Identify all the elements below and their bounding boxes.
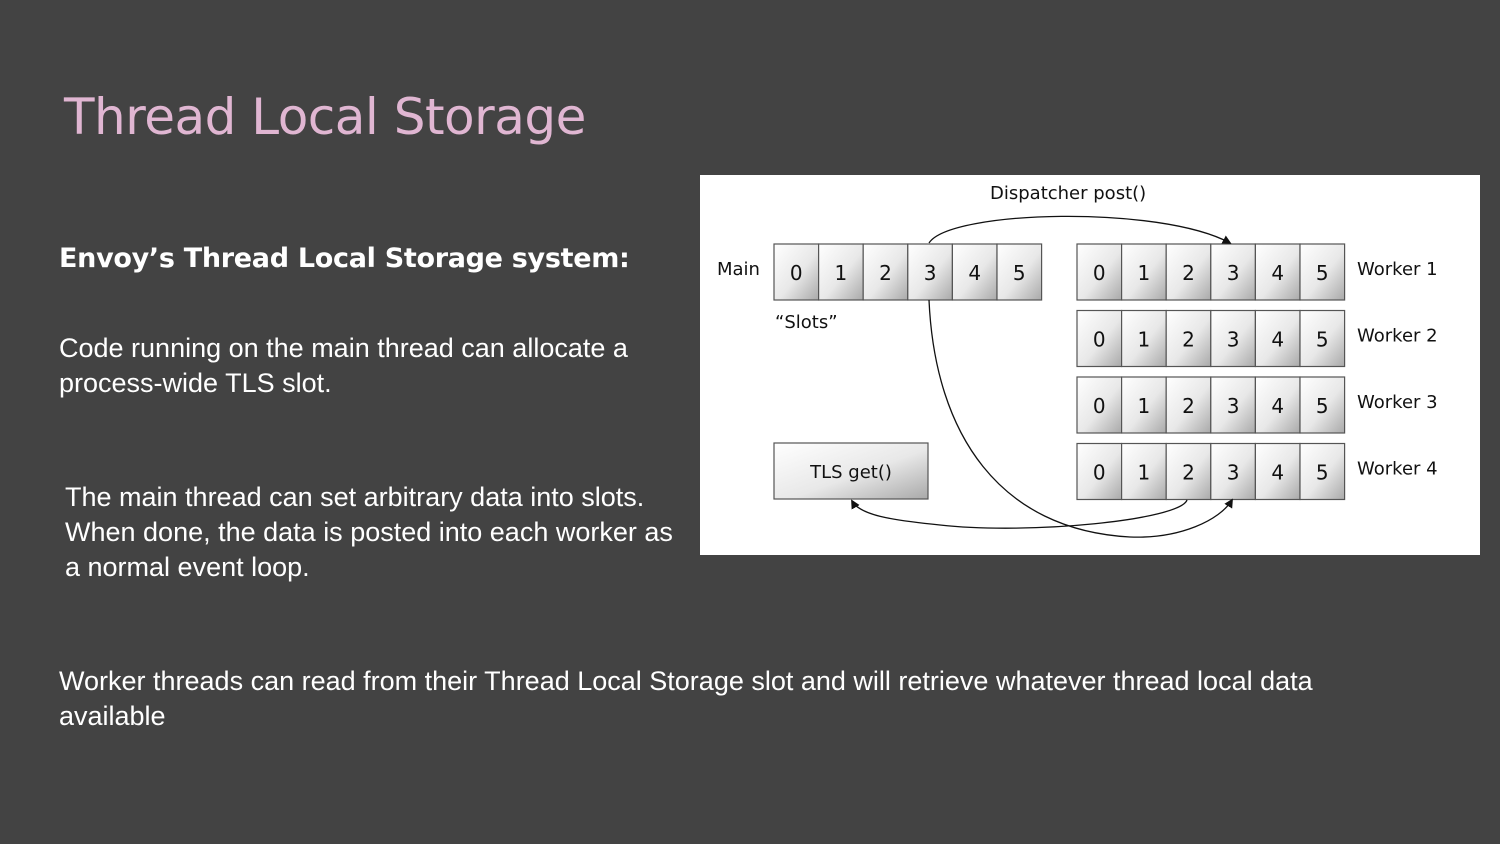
slot-cell (1076, 376, 1123, 434)
slot-index: 5 (1013, 261, 1026, 285)
slot-cell (1210, 442, 1256, 501)
slot-cell (1254, 309, 1301, 368)
slide-title: Thread Local Storage (64, 88, 586, 146)
slot-index: 4 (1271, 328, 1284, 352)
slot-cell (1254, 243, 1301, 301)
slot-index: 1 (1138, 261, 1151, 285)
slot-index: 1 (1138, 461, 1151, 485)
slot-index: 0 (1093, 394, 1106, 418)
paragraph-main-thread-set-data: The main thread can set arbitrary data i… (65, 482, 673, 582)
slot-cell (907, 243, 954, 301)
slot-cell (817, 243, 864, 301)
worker-label-1: Worker 1 (1357, 259, 1438, 280)
slot-index: 0 (1093, 261, 1106, 285)
slot-cell (1121, 243, 1167, 301)
slot-index: 2 (1182, 394, 1195, 418)
worker-label-3: Worker 3 (1357, 392, 1438, 413)
slot-cell (1076, 442, 1123, 501)
slot-cell (1165, 442, 1212, 501)
slot-index: 2 (1182, 261, 1195, 285)
slot-cell (1165, 309, 1212, 368)
slot-index: 1 (1138, 328, 1151, 352)
main-slot-row: 0 1 2 3 4 5 (773, 243, 1043, 301)
slot-cell (951, 243, 998, 301)
worker-label-2: Worker 2 (1357, 326, 1438, 347)
worker-slots-4: 0 1 2 3 4 5 (1076, 442, 1346, 501)
slot-index: 3 (1227, 461, 1240, 485)
slot-index: 3 (924, 261, 937, 285)
slot-cell (1165, 243, 1212, 301)
slot-index: 3 (1227, 261, 1240, 285)
slot-index: 4 (1271, 394, 1284, 418)
section-heading: Envoy’s Thread Local Storage system: (59, 243, 630, 274)
slot-index: 5 (1316, 328, 1329, 352)
slot-cell (1165, 376, 1212, 434)
slot-index: 0 (790, 261, 803, 285)
slot-cell (1121, 309, 1167, 368)
slot-index: 3 (1227, 394, 1240, 418)
slot-cell (1299, 376, 1346, 434)
slot-cell (1121, 376, 1167, 434)
slot-index: 4 (1271, 261, 1284, 285)
dispatcher-post-label: Dispatcher post() (990, 183, 1146, 204)
tls-get-box (773, 442, 929, 500)
slot-index: 0 (1093, 328, 1106, 352)
slot-index: 3 (1227, 328, 1240, 352)
worker-slots-1: 0 1 2 3 4 5 (1076, 243, 1346, 301)
paragraph-worker-threads-read: Worker threads can read from their Threa… (59, 666, 1313, 731)
slot-index: 2 (1182, 328, 1195, 352)
slot-cell (1299, 309, 1346, 368)
tls-get-label: TLS get() (809, 462, 892, 483)
slot-cell (1254, 376, 1301, 434)
slot-index: 4 (1271, 461, 1284, 485)
main-to-worker4-arrow (928, 299, 1233, 538)
slot-cell (1299, 243, 1346, 301)
slot-cell (1299, 442, 1346, 501)
slot-cell (1210, 376, 1256, 434)
worker-slots-2: 0 1 2 3 4 5 (1076, 309, 1346, 368)
slot-index: 2 (1182, 461, 1195, 485)
dispatcher-post-arrow (928, 215, 1232, 244)
slot-index: 1 (1138, 394, 1151, 418)
slot-cell (773, 243, 820, 301)
slot-cell (1121, 442, 1167, 501)
slot-index: 5 (1316, 394, 1329, 418)
slot-index: 0 (1093, 461, 1106, 485)
worker-label-4: Worker 4 (1357, 459, 1438, 480)
slot-index: 5 (1316, 461, 1329, 485)
worker4-to-tls-get-arrow (851, 499, 1188, 529)
slot-cell (996, 243, 1043, 301)
main-label: Main (717, 259, 760, 280)
slot-cell (862, 243, 909, 301)
worker-slots-3: 0 1 2 3 4 5 (1076, 376, 1346, 434)
slot-cell (1210, 309, 1256, 368)
slot-index: 1 (835, 261, 848, 285)
tls-diagram: Dispatcher post() Main “Slots” 0 1 2 3 4 5 0 1… (700, 175, 1480, 555)
slots-label: “Slots” (775, 312, 838, 333)
paragraph-main-thread-allocate: Code running on the main thread can allo… (59, 333, 628, 398)
slot-index: 5 (1316, 261, 1329, 285)
slot-cell (1254, 442, 1301, 501)
slot-index: 4 (968, 261, 981, 285)
main-slots: 0 1 2 3 4 5 (773, 243, 1043, 301)
slot-index: 2 (879, 261, 892, 285)
